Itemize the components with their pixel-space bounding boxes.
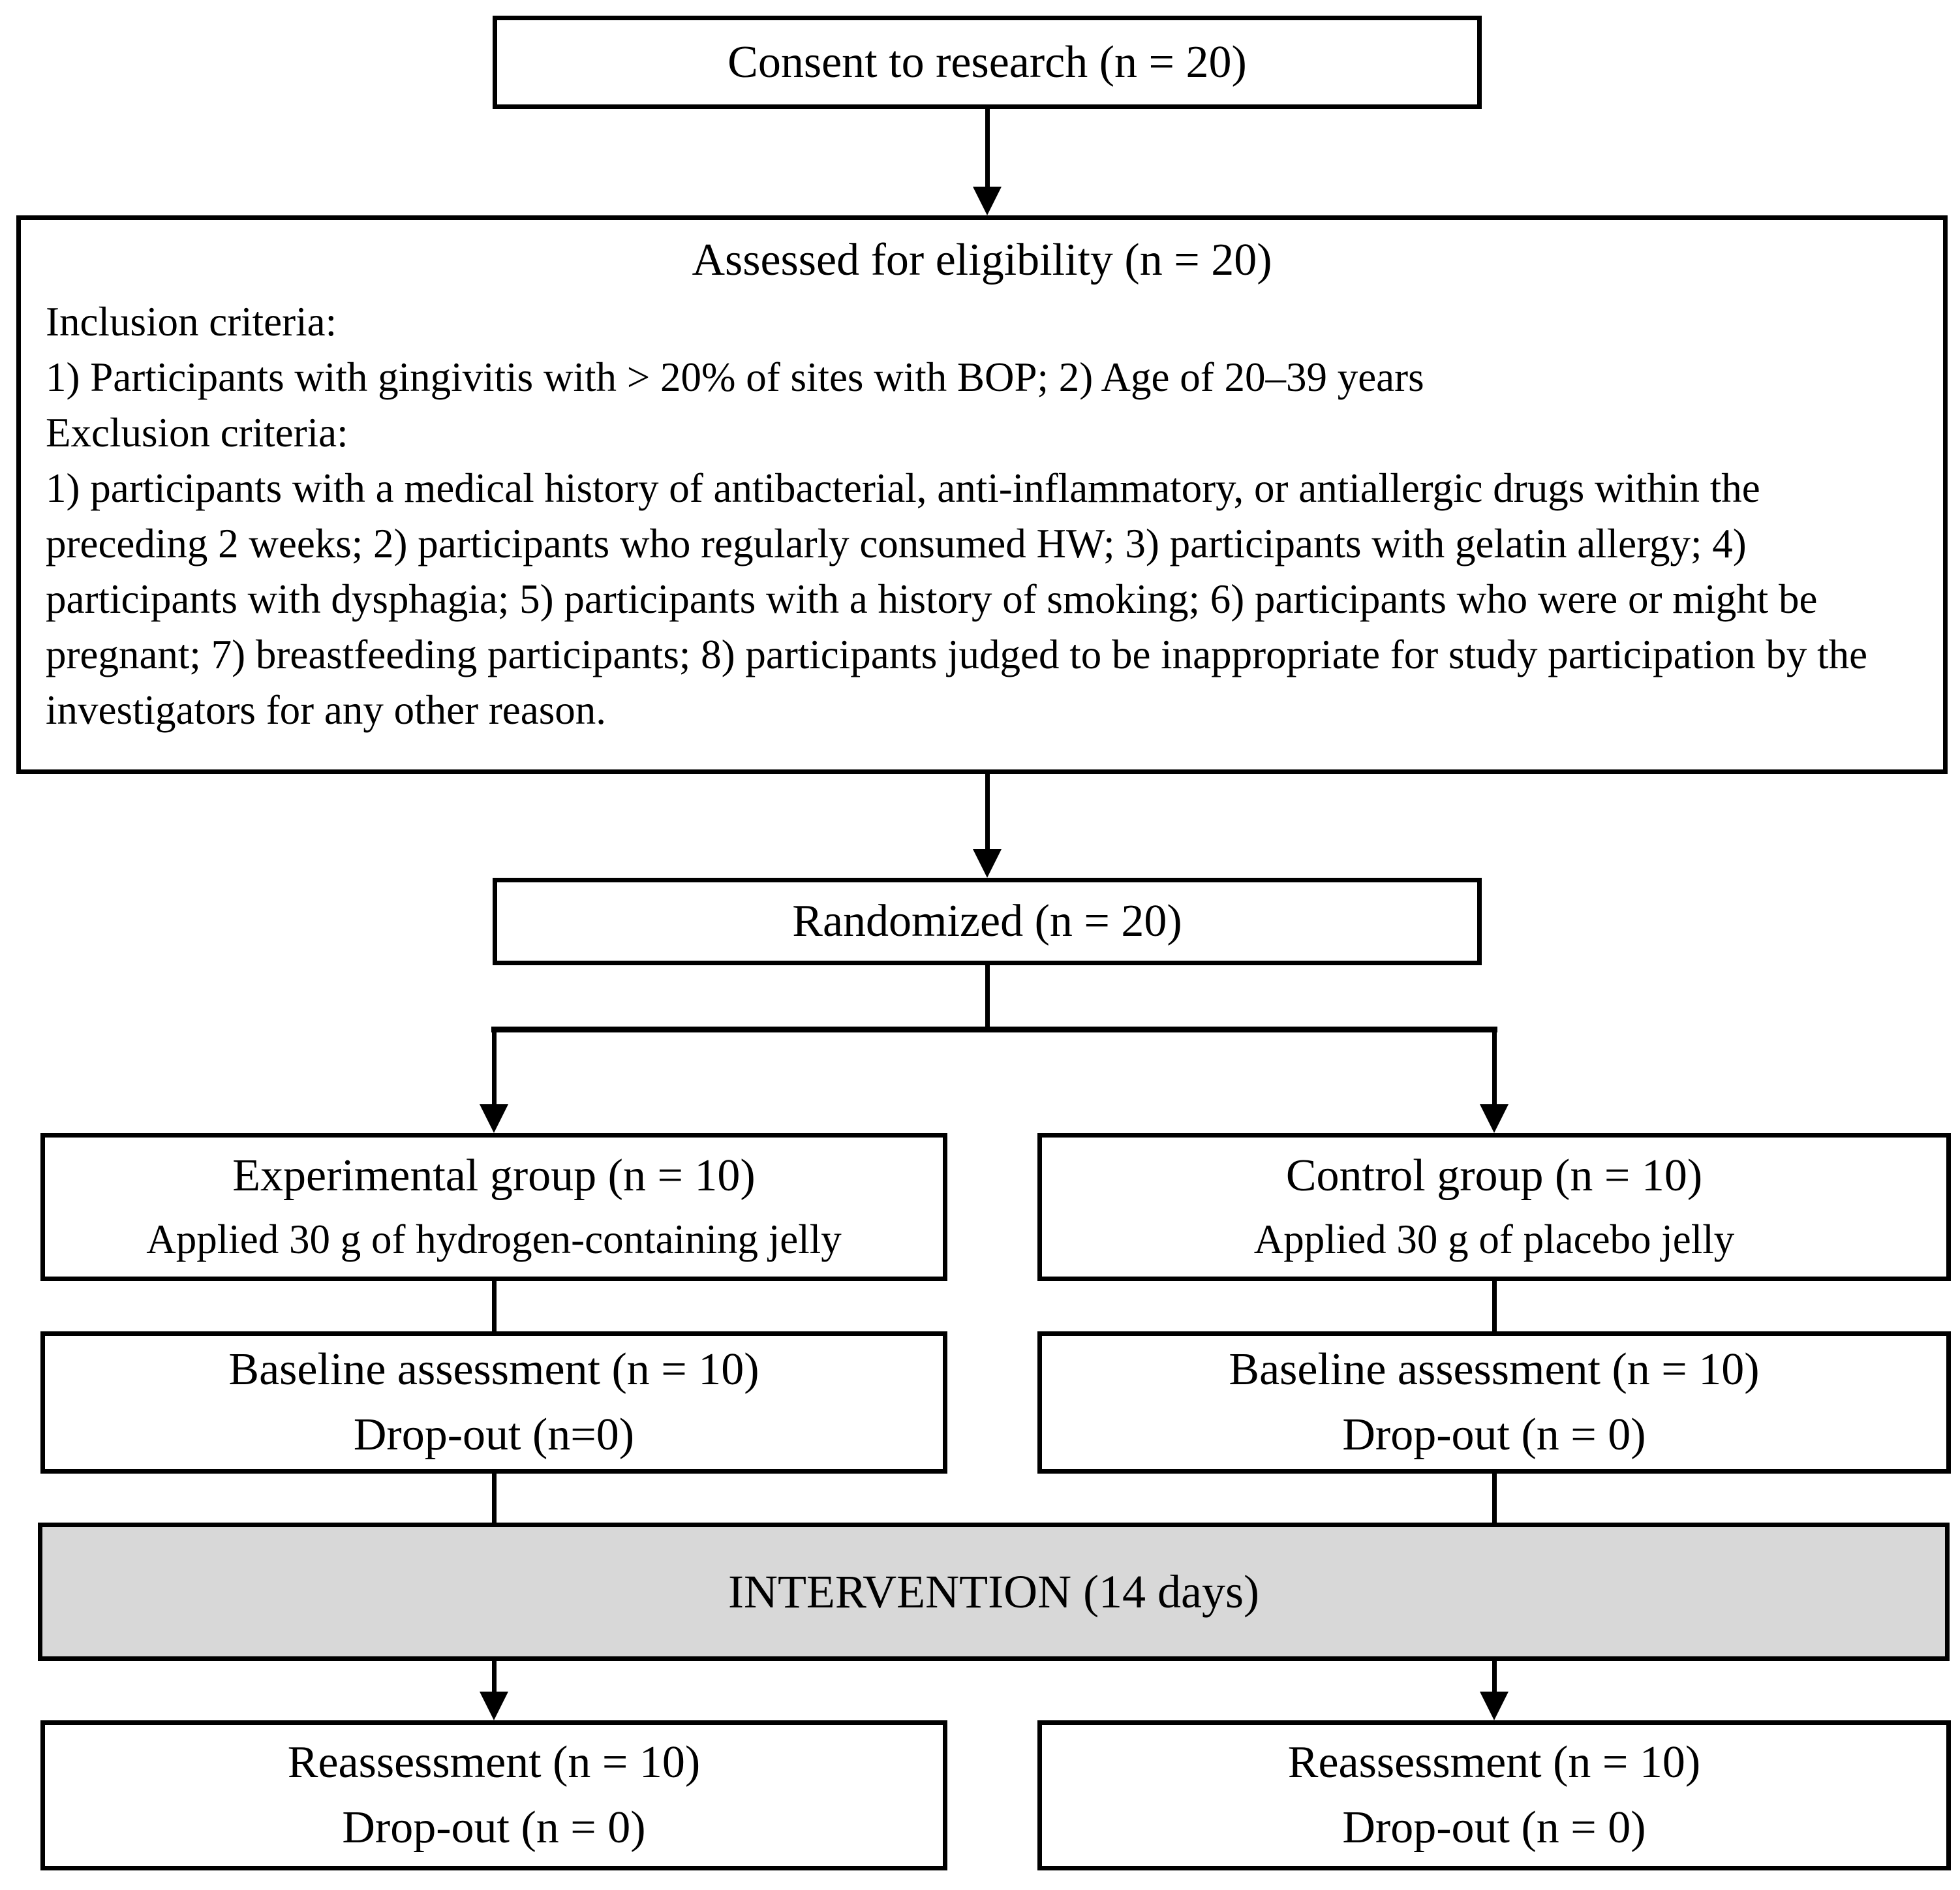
connector-eligibility-randomized-line: [985, 774, 990, 850]
baseline-left-box: Baseline assessment (n = 10) Drop-out (n…: [40, 1331, 947, 1474]
intervention-box: INTERVENTION (14 days): [38, 1523, 1950, 1661]
connector-randomized-stem-line: [985, 965, 990, 1032]
connector-split-control-line: [1492, 1027, 1497, 1105]
connector-intervention-reassessment-right-arrowhead: [1480, 1692, 1508, 1720]
experimental-group-subtitle: Applied 30 g of hydrogen-containing jell…: [146, 1216, 842, 1262]
exclusion-criteria-text: 1) participants with a medical history o…: [46, 465, 1868, 733]
baseline-left-line1: Baseline assessment (n = 10): [228, 1344, 759, 1395]
exclusion-criteria-heading: Exclusion criteria:: [46, 410, 348, 456]
inclusion-criteria-heading: Inclusion criteria:: [46, 299, 337, 345]
reassessment-left-line2: Drop-out (n = 0): [342, 1803, 646, 1853]
connector-split-experimental-arrowhead: [480, 1104, 508, 1133]
branch-split-line: [491, 1027, 1497, 1032]
randomized-box: Randomized (n = 20): [493, 878, 1482, 965]
consent-label: Consent to research (n = 20): [727, 37, 1247, 87]
connector-intervention-reassessment-left-arrowhead: [480, 1692, 508, 1720]
connector-consent-eligibility-arrowhead: [973, 187, 1002, 215]
baseline-right-line2: Drop-out (n = 0): [1342, 1410, 1646, 1460]
connector-experimental-baseline-line: [492, 1281, 497, 1331]
eligibility-title: Assessed for eligibility (n = 20): [692, 235, 1272, 285]
baseline-right-box: Baseline assessment (n = 10) Drop-out (n…: [1037, 1331, 1951, 1474]
connector-intervention-reassessment-right-line: [1492, 1661, 1497, 1692]
connector-control-baseline-line: [1492, 1281, 1497, 1331]
connector-split-control-arrowhead: [1480, 1104, 1508, 1133]
reassessment-right-line1: Reassessment (n = 10): [1287, 1737, 1701, 1788]
inclusion-criteria-text: 1) Participants with gingivitis with > 2…: [46, 354, 1424, 400]
experimental-group-title: Experimental group (n = 10): [232, 1151, 756, 1201]
control-group-title: Control group (n = 10): [1285, 1151, 1703, 1201]
reassessment-left-box: Reassessment (n = 10) Drop-out (n = 0): [40, 1720, 947, 1870]
connector-consent-eligibility-line: [985, 109, 990, 187]
consent-box: Consent to research (n = 20): [493, 16, 1482, 109]
control-group-subtitle: Applied 30 g of placebo jelly: [1253, 1216, 1735, 1262]
reassessment-right-line2: Drop-out (n = 0): [1342, 1803, 1646, 1853]
reassessment-left-line1: Reassessment (n = 10): [287, 1737, 701, 1788]
eligibility-box: Assessed for eligibility (n = 20) Inclus…: [16, 215, 1948, 774]
baseline-left-line2: Drop-out (n=0): [353, 1410, 635, 1460]
intervention-label: INTERVENTION (14 days): [727, 1565, 1260, 1618]
connector-split-experimental-line: [492, 1027, 497, 1105]
connector-intervention-reassessment-left-line: [492, 1661, 497, 1692]
baseline-right-line1: Baseline assessment (n = 10): [1229, 1344, 1760, 1395]
experimental-group-box: Experimental group (n = 10) Applied 30 g…: [40, 1133, 947, 1281]
randomized-label: Randomized (n = 20): [792, 896, 1182, 947]
connector-eligibility-randomized-arrowhead: [973, 849, 1002, 878]
reassessment-right-box: Reassessment (n = 10) Drop-out (n = 0): [1037, 1720, 1951, 1870]
control-group-box: Control group (n = 10) Applied 30 g of p…: [1037, 1133, 1951, 1281]
connector-baseline-left-intervention-line: [492, 1474, 497, 1523]
connector-baseline-right-intervention-line: [1492, 1474, 1497, 1523]
